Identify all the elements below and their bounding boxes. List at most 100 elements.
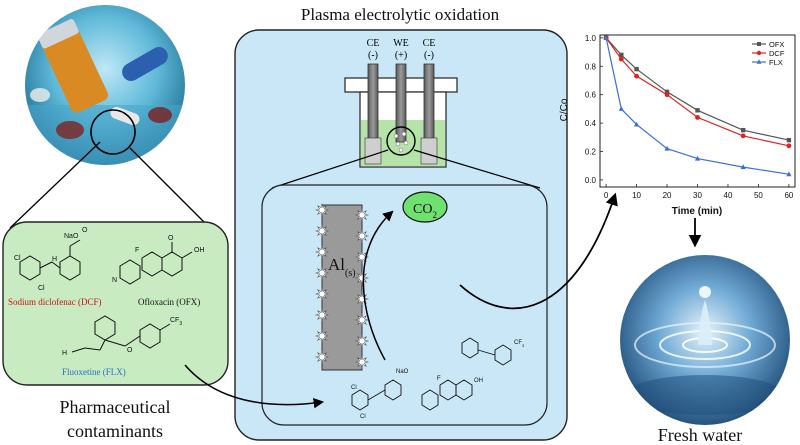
plasma-spark: [354, 228, 370, 244]
series-line-flx: [605, 37, 789, 175]
electrode-labels: CE (-) WE (+) CE (-): [367, 38, 436, 61]
plasma-spark: [314, 286, 330, 302]
data-point-ofx: [664, 89, 670, 95]
legend-marker: [757, 42, 761, 46]
arrow-to-chart: [459, 192, 618, 310]
flx-nh-label: H: [62, 350, 67, 357]
x-tick-label: 10: [632, 191, 641, 200]
plasma-spark: [354, 333, 370, 349]
compound-name-flx: Fluoxetine (FLX): [62, 367, 126, 377]
working-electrode: [395, 63, 407, 143]
cell-cl-bottom-label: Cl: [360, 414, 366, 420]
dcf-cl-bottom-label: Cl: [38, 285, 45, 292]
legend-marker: [756, 50, 762, 56]
data-point-dcf: [695, 114, 700, 120]
aluminium-anode: [321, 204, 363, 371]
electrolytic-cell: [344, 63, 458, 168]
dcf-nh-label: H: [52, 256, 57, 263]
contaminants-caption-line1: Pharmaceutical: [60, 397, 171, 417]
data-point-flx: [694, 155, 701, 161]
legend-label-dcf: DCF: [769, 49, 785, 58]
x-tick-label: 0: [604, 191, 609, 200]
cell-f-label: F: [437, 376, 441, 382]
x-tick-label: 50: [754, 191, 763, 200]
co2-label: CO2: [413, 202, 437, 220]
data-point-ofx: [786, 137, 792, 143]
diclofenac-structure: [19, 239, 81, 281]
data-point-dcf: [740, 133, 746, 139]
fluoxetine-structure: [71, 315, 171, 353]
contaminants-caption-line2: contaminants: [67, 421, 163, 441]
fresh-water-caption: Fresh water: [658, 425, 742, 445]
cell-nao-label: NaO: [396, 369, 409, 375]
plasma-spark: [314, 244, 330, 260]
y-tick-label: 0.6: [585, 91, 597, 100]
cell-contaminants-structures: [351, 337, 512, 411]
dcf-nao-label: NaO: [64, 233, 79, 240]
zoom-line-cell-left: [271, 149, 389, 189]
plasma-spark: [354, 291, 370, 307]
ofloxacin-structure: [119, 242, 193, 285]
x-tick-label: 60: [784, 191, 793, 200]
y-tick-label: 0.0: [585, 176, 597, 185]
plasma-spark: [354, 207, 370, 223]
cell-cl-top-label: Cl: [351, 385, 357, 391]
y-tick-label: 0.4: [585, 119, 597, 128]
zoom-circle-cell: [386, 126, 416, 156]
pharmaceutical-pills-image: [25, 5, 185, 165]
series-line-dcf: [605, 37, 790, 147]
oxidation-arrow: [362, 210, 394, 361]
data-point-dcf: [634, 73, 639, 79]
plasma-spark: [314, 223, 330, 239]
chart-y-axis-label: C/Co: [559, 98, 570, 121]
arrow-to-peo: [184, 364, 325, 409]
x-tick-label: 20: [663, 191, 672, 200]
ofx-oh-label: OH: [194, 247, 205, 254]
plasma-spark: [354, 354, 370, 370]
page-title: Plasma electrolytic oxidation: [301, 5, 500, 24]
plasma-spark: [354, 312, 370, 328]
zoom-line-left: [9, 141, 101, 229]
dcf-cl-top-label: Cl: [14, 255, 21, 262]
electrode-1-sign: (-): [368, 50, 378, 61]
legend-marker: [756, 59, 762, 64]
data-point-dcf: [786, 143, 792, 149]
compound-name-dcf: Sodium diclofenac (DCF): [8, 297, 102, 307]
data-point-ofx: [634, 66, 639, 72]
data-point-dcf: [664, 92, 670, 98]
legend-label-ofx: OFX: [769, 40, 784, 49]
co2-bubble: [402, 191, 448, 223]
plasma-spark: [354, 270, 370, 286]
x-tick-label: 30: [693, 191, 702, 200]
electrode-2-sign: (+): [395, 50, 407, 61]
electrode-3-sign: (-): [424, 50, 434, 61]
plasma-spark: [314, 265, 330, 281]
electrode-detail-box: [261, 184, 548, 426]
data-point-flx: [633, 121, 640, 127]
y-tick-label: 0.8: [585, 62, 597, 71]
data-point-flx: [740, 164, 746, 170]
data-point-dcf: [618, 56, 624, 62]
zoom-line-cell-right: [413, 149, 541, 189]
data-point-ofx: [619, 52, 624, 58]
data-point-flx: [603, 35, 609, 40]
y-tick-label: 0.2: [585, 147, 597, 156]
plasma-spark: [314, 202, 330, 218]
ofx-f-label: F: [135, 247, 139, 254]
legend-label-flx: FLX: [769, 58, 783, 67]
fresh-water-image: [620, 255, 790, 425]
cell-cf3-label: CF3: [514, 340, 525, 348]
anode-label: Al(s): [328, 255, 356, 279]
dcf-o-label: O: [82, 227, 88, 234]
data-point-flx: [618, 106, 624, 111]
counter-electrode-left: [367, 63, 379, 143]
flx-o-label: O: [127, 347, 133, 354]
chart-series: [603, 35, 792, 177]
data-point-ofx: [741, 127, 746, 133]
electrode-3-name: CE: [423, 38, 436, 49]
electrode-2-name: WE: [393, 38, 409, 49]
